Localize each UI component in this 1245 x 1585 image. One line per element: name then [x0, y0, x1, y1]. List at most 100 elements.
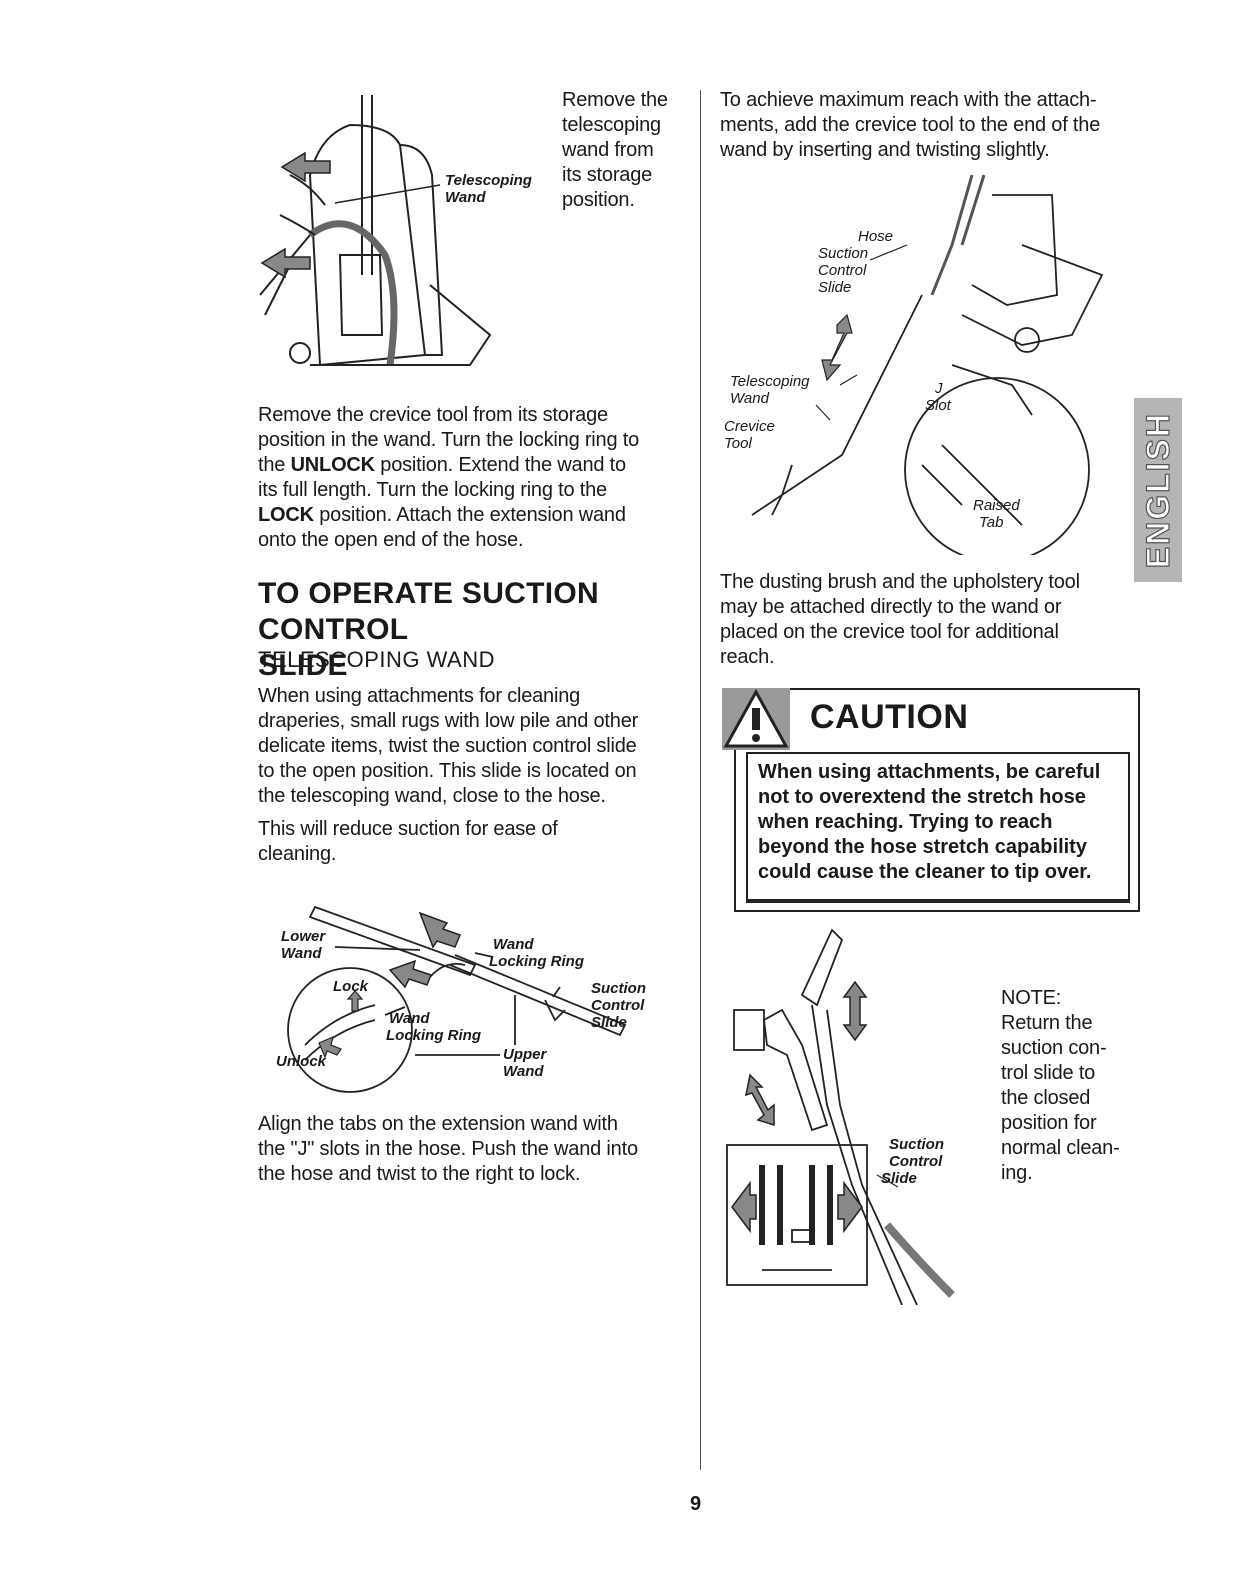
label-line: Slide [881, 1170, 917, 1187]
note-line: normal clean- [1001, 1137, 1120, 1159]
para-line: cleaning. [258, 843, 337, 865]
para-text: position. Extend the wand to [374, 454, 626, 476]
note-line: position for [1001, 1112, 1097, 1134]
para-line: LOCK position. Attach the extension wand [258, 503, 688, 528]
label-crevice-tool: Crevice Tool [724, 418, 775, 452]
label-line: Lower [281, 928, 326, 945]
label-unlock: Unlock [276, 1053, 327, 1070]
language-tab-background [1134, 398, 1182, 582]
para-line: to the open position. This slide is loca… [258, 760, 637, 782]
section-heading: TO OPERATE SUCTION CONTROL SLIDE [258, 576, 688, 684]
figure1-label-line2: Wand [445, 189, 486, 206]
para-line: To achieve maximum reach with the attach… [720, 89, 1097, 111]
language-tab: ENGLISH [1134, 398, 1182, 582]
label-telescoping-wand: Telescoping Wand [730, 373, 810, 407]
figure-crevice-tool [751, 174, 1104, 555]
label-wand-locking-ring-top: Wand Locking Ring [489, 936, 584, 970]
column-divider [700, 90, 701, 1470]
intro-line: telescoping [562, 114, 661, 136]
label-line: Slide [591, 1014, 627, 1031]
label-line: Suction [818, 245, 869, 262]
intro-line: Remove the [562, 89, 668, 111]
label-line: Raised [973, 497, 1020, 514]
para-line: Remove the crevice tool from its storage [258, 404, 608, 426]
para-line: the UNLOCK position. Extend the wand to [258, 453, 688, 478]
para-line: delicate items, twist the suction contro… [258, 735, 637, 757]
warning-icon-box [722, 688, 790, 750]
para-line: onto the open end of the hose. [258, 529, 524, 551]
lock-keyword: LOCK [258, 504, 314, 526]
label-suction-control-slide-fig4: Suction Control Slide [881, 1136, 944, 1187]
para-line: reach. [720, 646, 775, 668]
figure-suction-control-slide [726, 928, 955, 1305]
note-block: NOTE: Return the suction con- trol slide… [1001, 986, 1131, 1186]
label-line: Control [591, 997, 645, 1014]
note-line: suction con- [1001, 1037, 1107, 1059]
note-line: Return the [1001, 1012, 1093, 1034]
label-hose-suction-control-slide: Hose Suction Control Slide [818, 228, 893, 296]
label-suction-control-slide: Suction Control Slide [591, 980, 646, 1031]
figure-wand-locking-ring [287, 905, 627, 1093]
para-line: When using attachments for cleaning [258, 685, 581, 707]
intro-line: wand from [562, 139, 654, 161]
page-number: 9 [690, 1493, 702, 1515]
caution-outer-border [734, 688, 1140, 912]
para-line: Align the tabs on the extension wand wit… [258, 1113, 618, 1135]
para-line: position in the wand. Turn the locking r… [258, 429, 640, 451]
intro-text: Remove the telescoping wand from its sto… [562, 88, 692, 213]
caution-title: CAUTION [810, 698, 969, 736]
label-line: J [935, 380, 943, 397]
label-line: Tool [724, 435, 752, 452]
heading-line2: SLIDE [258, 649, 348, 682]
note-title: NOTE: [1001, 987, 1062, 1009]
language-tab-label: ENGLISH [1139, 411, 1176, 569]
para-line: its full length. Turn the locking ring t… [258, 479, 607, 501]
label-line: Hose [858, 228, 894, 245]
unlock-keyword: UNLOCK [290, 454, 376, 476]
label-line: Slot [925, 397, 951, 414]
paragraph-align-tabs: Align the tabs on the extension wand wit… [258, 1112, 688, 1187]
label-line: Wand [493, 936, 534, 953]
label-line: Wand [389, 1010, 430, 1027]
label-line: Control [818, 262, 867, 279]
label-wand-locking-ring-bottom: Wand Locking Ring [386, 1010, 481, 1044]
label-line: Crevice [724, 418, 775, 435]
label-line: Wand [730, 390, 769, 407]
caution-box: CAUTION When using attachments, be caref… [722, 688, 1140, 912]
paragraph-remove-crevice: Remove the crevice tool from its storage… [258, 403, 688, 553]
section-subheading: TELESCOPING WAND [258, 647, 495, 672]
para-line: the telescoping wand, close to the hose. [258, 785, 606, 807]
caution-text: When using attachments, be careful not t… [758, 760, 1128, 885]
label-line: Locking Ring [386, 1027, 481, 1044]
label-line: Wand [281, 945, 322, 962]
para-line: The dusting brush and the upholstery too… [720, 571, 1080, 593]
label-upper-wand: Upper Wand [503, 1046, 546, 1080]
label-raised-tab: Raised Tab [973, 497, 1020, 531]
para-line: may be attached directly to the wand or [720, 596, 1062, 618]
para-line: ments, add the crevice tool to the end o… [720, 114, 1101, 136]
caution-line: beyond the hose stretch capability [758, 836, 1087, 858]
figure-vacuum-wand-storage [259, 95, 492, 367]
note-line: ing. [1001, 1162, 1033, 1184]
para-line: the "J" slots in the hose. Push the wand… [258, 1138, 638, 1160]
heading-line1: TO OPERATE SUCTION CONTROL [258, 577, 599, 646]
label-line: Upper [503, 1046, 547, 1063]
label-line: Slide [818, 279, 852, 296]
paragraph-attachments: When using attachments for cleaning drap… [258, 684, 688, 809]
para-text: position. Attach the extension wand [313, 504, 626, 526]
para-line: draperies, small rugs with low pile and … [258, 710, 639, 732]
note-line: trol slide to [1001, 1062, 1096, 1084]
paragraph-reduce-suction: This will reduce suction for ease of cle… [258, 817, 688, 867]
intro-line: its storage [562, 164, 653, 186]
label-line: Locking Ring [489, 953, 584, 970]
caution-line: could cause the cleaner to tip over. [758, 861, 1092, 883]
para-line: wand by inserting and twisting slightly. [720, 139, 1050, 161]
label-line: Wand [503, 1063, 544, 1080]
figure1-label: Telescoping Wand [445, 172, 532, 206]
paragraph-maximum-reach: To achieve maximum reach with the attach… [720, 88, 1130, 163]
label-lower-wand: Lower Wand [281, 928, 325, 962]
para-line: the hose and twist to the right to lock. [258, 1163, 581, 1185]
paragraph-dusting-brush: The dusting brush and the upholstery too… [720, 570, 1130, 670]
para-text: the [258, 454, 291, 476]
label-line: Telescoping [730, 373, 810, 390]
